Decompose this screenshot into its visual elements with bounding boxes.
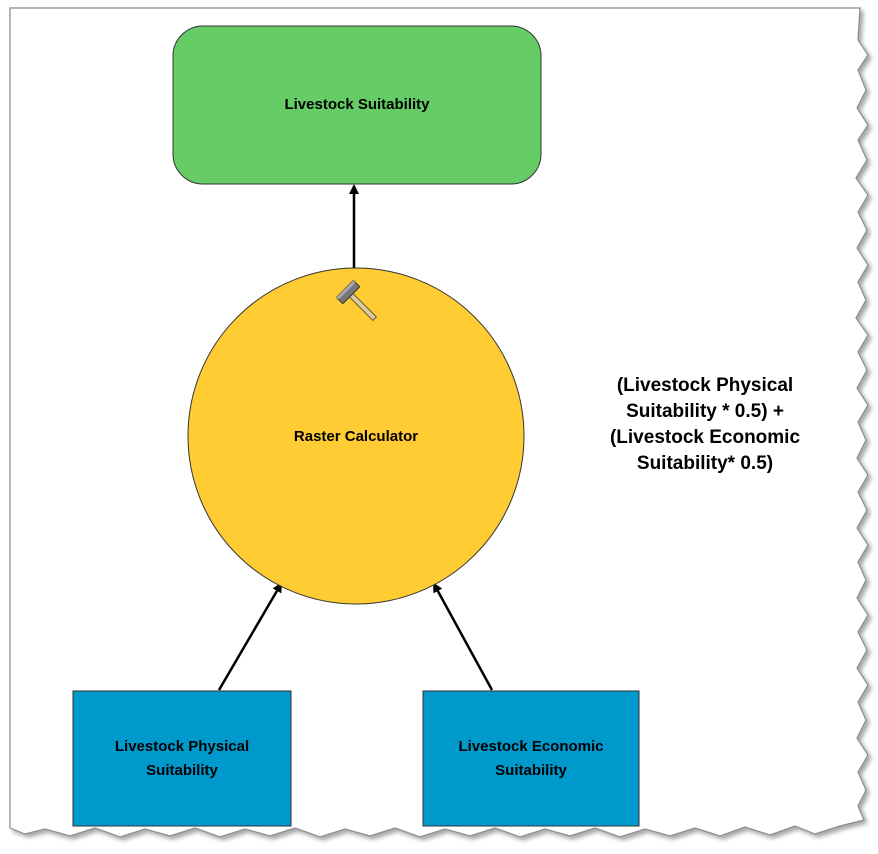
tool-node-raster-calculator[interactable]	[187, 267, 525, 605]
arrow-physical-to-tool	[217, 582, 283, 691]
output-node-label: Livestock Suitability	[284, 96, 430, 113]
tool-node-label: Raster Calculator	[293, 428, 419, 445]
input-node-physical-suitability[interactable]	[72, 690, 292, 827]
input-node-economic-label: Livestock Economic Suitability	[458, 737, 604, 779]
output-node-livestock-suitability[interactable]	[172, 25, 542, 185]
formula-annotation: (Livestock Physical Suitability * 0.5) +…	[609, 375, 801, 474]
arrow-economic-to-tool	[432, 582, 494, 691]
hammer-icon	[336, 280, 378, 322]
input-node-physical-label: Livestock Physical Suitability	[114, 737, 250, 779]
input-node-economic-suitability[interactable]	[422, 690, 640, 827]
